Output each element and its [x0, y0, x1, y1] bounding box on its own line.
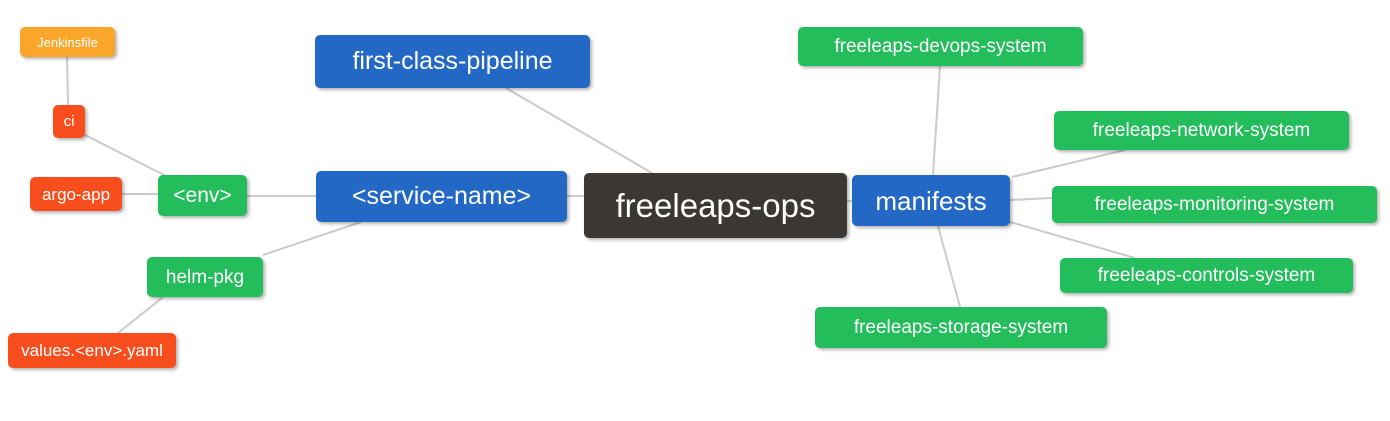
mindmap-node-storage-system[interactable]: freeleaps-storage-system: [815, 307, 1107, 348]
edge-first-class-pipeline-to-freeleaps-ops: [505, 87, 653, 174]
mindmap-node-env[interactable]: <env>: [158, 175, 247, 216]
mindmap-node-first-class-pipeline[interactable]: first-class-pipeline: [315, 35, 590, 88]
mindmap-node-freeleaps-ops[interactable]: freeleaps-ops: [584, 173, 847, 238]
mindmap-node-devops-system[interactable]: freeleaps-devops-system: [798, 27, 1083, 66]
mindmap-node-jenkinsfile[interactable]: Jenkinsfile: [20, 27, 115, 57]
edge-manifests-to-controls-system: [1009, 221, 1136, 259]
edge-manifests-to-devops-system: [932, 65, 941, 176]
mindmap-node-service-name[interactable]: <service-name>: [316, 171, 567, 222]
mindmap-node-ci[interactable]: ci: [53, 105, 85, 138]
mindmap-node-monitoring-system[interactable]: freeleaps-monitoring-system: [1052, 186, 1377, 223]
edge-service-name-to-helm-pkg: [262, 221, 362, 256]
edge-helm-pkg-to-values-env-yaml: [117, 296, 164, 334]
mindmap-node-controls-system[interactable]: freeleaps-controls-system: [1060, 258, 1353, 293]
edge-manifests-to-network-system: [1011, 149, 1126, 178]
mindmap-node-helm-pkg[interactable]: helm-pkg: [147, 257, 263, 297]
edge-ci-to-env: [84, 134, 167, 177]
edge-manifests-to-monitoring-system: [1009, 197, 1053, 201]
mindmap-node-network-system[interactable]: freeleaps-network-system: [1054, 111, 1349, 150]
edge-jenkinsfile-to-ci: [66, 56, 69, 106]
mindmap-node-manifests[interactable]: manifests: [852, 175, 1010, 226]
mindmap-node-values-env-yaml[interactable]: values.<env>.yaml: [8, 333, 176, 368]
edge-manifests-to-storage-system: [937, 225, 961, 308]
mindmap-node-argo-app[interactable]: argo-app: [30, 177, 122, 211]
